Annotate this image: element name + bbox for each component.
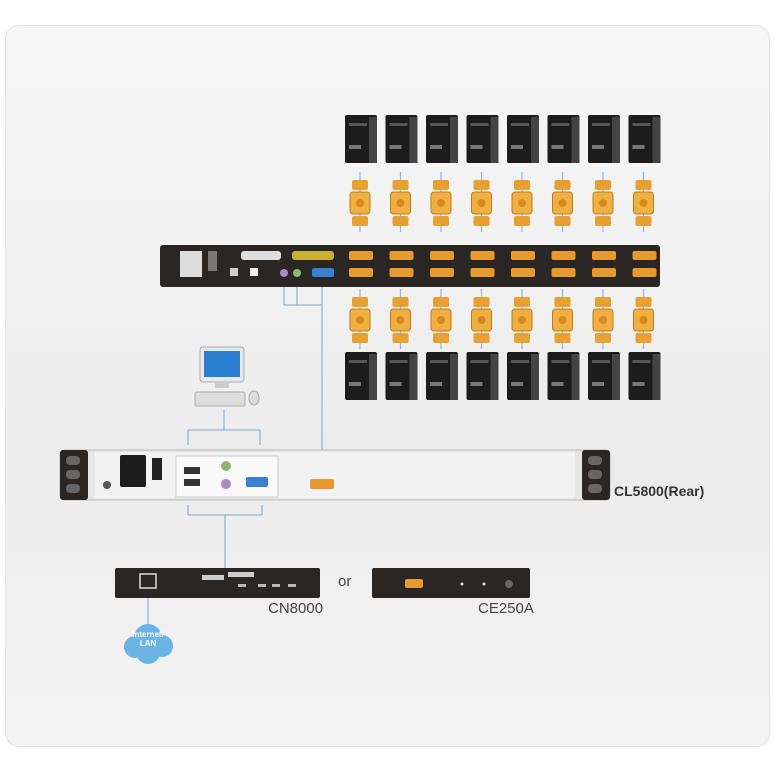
usb-port-icon [184,479,200,486]
computer-tower-icon [426,115,458,163]
port-icon [272,584,280,587]
parallel-port-icon [241,251,281,260]
computer-tower-icon [507,352,539,400]
vga-console-port-icon [312,268,334,277]
cn8000-label: CN8000 [268,600,324,617]
ps2-mouse-port-icon [221,479,231,489]
kvm-cable-adapter-icon [430,289,452,349]
vga-port-icon [470,251,495,260]
port-icon [258,584,266,587]
vga-port-icon [405,579,423,588]
computer-tower-icon [426,352,458,400]
kvm-cable-adapter-icon [592,289,614,349]
kvm-cable-adapter-icon [471,172,492,232]
kvm-cable-adapter-icon [592,172,614,232]
power-switch-icon [152,458,162,480]
dc-port-icon [230,268,238,276]
kvm-cable-adapter-icon [633,172,654,232]
cl5800-label: CL5800(Rear) [614,483,705,499]
vga-port-icon [511,268,535,277]
port-icon [288,584,296,587]
power-socket-icon [120,455,146,487]
power-switch-icon [208,251,217,271]
vga-port-icon [632,251,657,260]
kvm-cable-adapter-icon [552,172,573,232]
computer-tower-icon [466,352,499,400]
port-icon [238,584,246,587]
kvm-port-icon [310,479,334,489]
vga-port-icon [632,268,657,277]
kvm-cable-adapter-icon [552,289,573,349]
vga-port-icon [592,251,616,260]
kvm-cable-adapter-icon [430,172,452,232]
kvm-cable-adapter-icon [471,289,492,349]
rack-hole [66,456,80,465]
rack-hole [66,484,80,493]
vga-port-icon [551,251,576,260]
cn8000-device [115,568,320,598]
rack-hole [588,484,602,493]
workstation-pc-icon [194,346,260,407]
ps2-mouse-port-icon [280,269,288,277]
vga-port-icon [592,268,616,277]
vga-port-icon [551,268,576,277]
computer-tower-icon [466,115,499,163]
kvm-cable-adapter-icon [511,289,533,349]
computer-tower-icon [588,115,620,163]
ps2-keyboard-port-icon [293,269,301,277]
rack-hole [588,470,602,479]
ps2-keyboard-port-icon [221,461,231,471]
vga-port-icon [349,251,373,260]
power-socket-icon [180,251,202,277]
kvm-cable-adapter-icon [390,289,411,349]
computer-tower-icon [385,352,418,400]
lan-port-icon [139,573,157,589]
kvm-cable-adapter-icon [511,172,533,232]
ce250a-device [372,568,530,598]
computer-tower-icon [345,352,377,400]
vga-port-icon [470,268,495,277]
vga-port-icon [349,268,373,277]
kvm-cable-adapter-icon [349,289,371,349]
computer-tower-icon [547,352,580,400]
vga-port-icon [430,268,454,277]
cloud-label: Internet/ LAN [132,630,164,648]
ground-icon [103,481,111,489]
device-label-sticker [202,575,224,580]
vga-port-icon [511,251,535,260]
parallel-port-icon [292,251,334,260]
rack-hole [66,470,80,479]
computer-tower-icon [547,115,580,163]
computer-tower-icon [628,115,661,163]
computer-tower-icon [628,352,661,400]
led-icon [482,582,486,586]
or-label: or [338,573,352,590]
vga-console-port-icon [246,477,268,487]
kvm-cable-adapter-icon [390,172,411,232]
vga-port-icon [430,251,454,260]
computer-tower-icon [507,115,539,163]
device-label-sticker [228,572,254,577]
usb-port-icon [250,268,258,276]
computer-tower-icon [385,115,418,163]
led-icon [460,582,464,586]
kvm-cable-adapter-icon [349,172,371,232]
vga-port-icon [389,251,414,260]
usb-port-icon [184,467,200,474]
power-jack-icon [505,580,513,588]
vga-port-icon [389,268,414,277]
computer-tower-icon [345,115,377,163]
ce250a-label: CE250A [478,600,534,617]
rack-hole [588,456,602,465]
kvm-cable-adapter-icon [633,289,654,349]
cloud-icon [124,624,173,664]
computer-tower-icon [588,352,620,400]
